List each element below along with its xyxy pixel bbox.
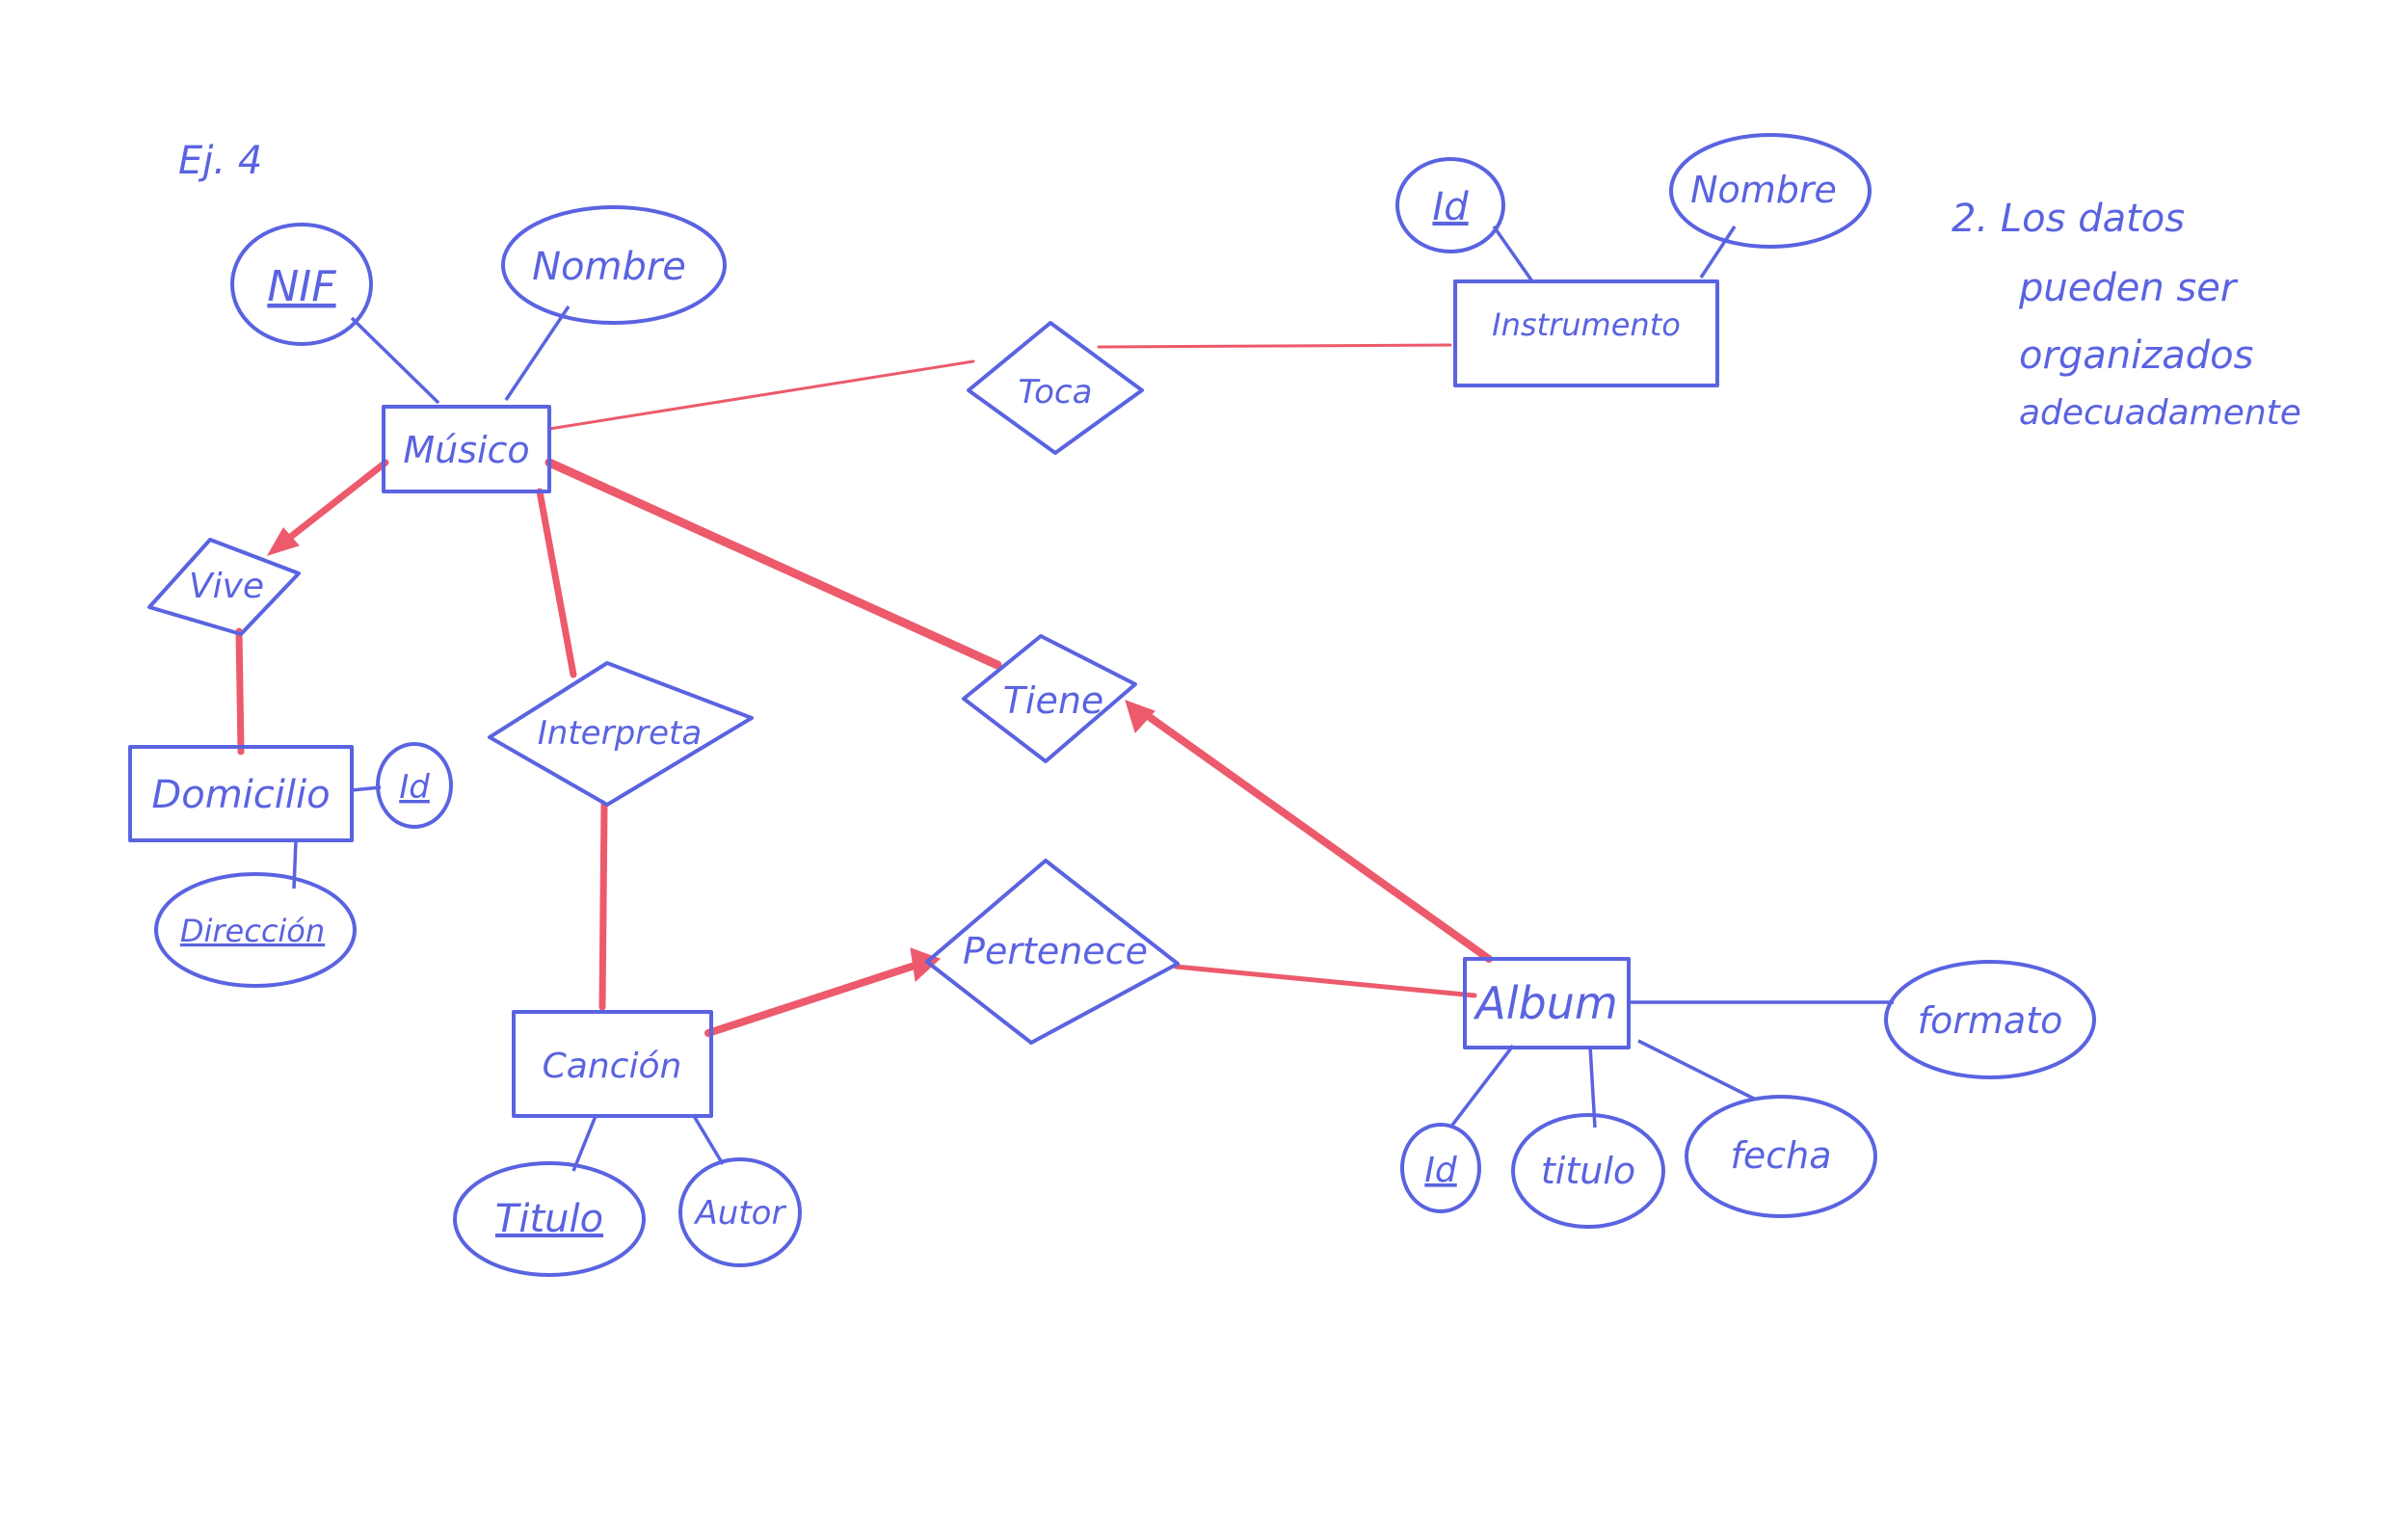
attribute-album-formato-shape [1884, 960, 2096, 1079]
attribute-musico-nombre-label: Nombre [532, 245, 686, 289]
relationship-pertenece-shape [925, 859, 1180, 1045]
line-instrumento-nombre [1699, 226, 1737, 279]
line-cancion-titulo [571, 1115, 598, 1172]
exercise-label: Ej. 4 [178, 139, 262, 183]
attribute-musico-nif-label: NIF [267, 262, 336, 311]
entity-instrumento-label: Instrumento [1492, 306, 1681, 343]
attribute-album-id-label: Id [1424, 1151, 1458, 1190]
relationship-vive-label: Vive [189, 567, 264, 606]
line-instrumento-id [1492, 225, 1534, 283]
attribute-instrumento-id-shape [1395, 157, 1505, 253]
relationship-interpreta-shape [488, 661, 754, 807]
attribute-musico-nif-shape [230, 223, 373, 346]
entity-musico-box [382, 405, 551, 493]
attribute-album-formato: formato [1884, 960, 2096, 1079]
relationship-tiene-shape [962, 634, 1137, 763]
attribute-album-formato-label: formato [1918, 999, 2063, 1042]
arrow-head-vive [266, 527, 300, 556]
attribute-instrumento-nombre: Nombre [1669, 133, 1872, 249]
relationship-vive: Vive [147, 538, 301, 636]
line-cancion-pertenece [704, 960, 924, 1037]
line-album-id [1448, 1044, 1515, 1129]
relationship-vive-shape [147, 538, 301, 636]
note-line-3: organizados [2019, 333, 2254, 378]
attribute-domicilio-direccion-shape [154, 872, 357, 988]
relationship-tiene: Tiene [962, 634, 1137, 763]
line-album-tiene [1133, 704, 1493, 963]
line-domicilio-direccion [292, 839, 298, 889]
relationship-toca-label: Toca [1019, 373, 1093, 412]
entity-instrumento-box [1453, 279, 1719, 387]
attribute-domicilio-id: Id [376, 742, 453, 829]
attribute-instrumento-id: Id [1395, 157, 1505, 253]
line-vive-domicilio [235, 627, 245, 756]
attribute-domicilio-direccion-label: Dirección [180, 913, 325, 949]
line-nombre-musico [504, 305, 571, 401]
line-pertenece-album [1173, 964, 1477, 998]
entity-cancion-label: Canción [543, 1047, 682, 1086]
entity-domicilio-box [128, 745, 354, 842]
attribute-album-fecha-label: fecha [1730, 1134, 1831, 1177]
relationship-tiene-label: Tiene [1003, 679, 1104, 722]
attribute-musico-nif: NIF [230, 223, 373, 346]
attribute-instrumento-nombre-shape [1669, 133, 1872, 249]
attribute-cancion-autor: Autor [678, 1157, 802, 1267]
line-musico-tiene [544, 458, 1002, 670]
attribute-musico-nombre-shape [501, 205, 727, 325]
entity-musico: Músico [382, 405, 551, 493]
attribute-instrumento-nombre-label: Nombre [1690, 169, 1837, 211]
line-toca-instrumento [1097, 343, 1452, 349]
attribute-album-titulo: titulo [1511, 1113, 1665, 1229]
attribute-instrumento-id-label: Id [1432, 185, 1469, 229]
relationship-interpreta-label: Interpreta [538, 714, 702, 753]
attribute-album-titulo-shape [1511, 1113, 1665, 1229]
relationship-pertenece: Pertenece [925, 859, 1180, 1045]
entity-album: Album [1463, 957, 1631, 1049]
note-line-4: adecuadamente [2019, 393, 2301, 433]
side-note: 2. Los datos pueden ser organizados adec… [1952, 197, 2301, 433]
line-musico-toca [547, 359, 975, 431]
entity-cancion: Canción [512, 1010, 713, 1118]
attribute-cancion-autor-shape [678, 1157, 802, 1267]
arrow-head-tiene [1125, 700, 1155, 733]
line-domicilio-id [351, 785, 382, 792]
relationship-pertenece-label: Pertenece [963, 930, 1148, 972]
attribute-domicilio-id-label: Id [399, 768, 430, 807]
attribute-album-fecha: fecha [1685, 1095, 1877, 1218]
attribute-album-id-shape [1400, 1123, 1481, 1213]
line-album-fecha [1637, 1039, 1755, 1101]
entity-album-box [1463, 957, 1631, 1049]
relationship-interpreta: Interpreta [488, 661, 754, 807]
attribute-cancion-titulo: Titulo [453, 1161, 646, 1277]
attribute-album-id: Id [1400, 1123, 1481, 1213]
entity-domicilio: Domicilio [128, 745, 354, 842]
attribute-domicilio-id-shape [376, 742, 453, 829]
line-musico-interpreta [536, 488, 577, 678]
attribute-album-fecha-shape [1685, 1095, 1877, 1218]
note-line-1: 2. Los datos [1952, 197, 2185, 241]
line-musico-vive [271, 459, 389, 553]
attribute-cancion-autor-label: Autor [694, 1194, 787, 1233]
attribute-cancion-titulo-label: Titulo [495, 1197, 603, 1241]
attribute-cancion-titulo-shape [453, 1161, 646, 1277]
relationship-toca-shape [967, 321, 1144, 455]
entity-musico-label: Músico [403, 429, 529, 471]
entity-domicilio-label: Domicilio [151, 773, 330, 817]
line-interpreta-cancion [598, 801, 608, 1011]
entity-instrumento: Instrumento [1453, 279, 1719, 387]
note-line-2: pueden ser [2018, 266, 2239, 310]
attribute-album-titulo-label: titulo [1541, 1150, 1635, 1192]
entity-cancion-box [512, 1010, 713, 1118]
line-nif [350, 316, 440, 405]
entity-album-label: Album [1473, 977, 1617, 1029]
line-cancion-autor [692, 1115, 725, 1165]
attribute-domicilio-direccion: Dirección [154, 872, 357, 988]
relationship-toca: Toca [967, 321, 1144, 455]
attribute-musico-nombre: Nombre [501, 205, 727, 325]
